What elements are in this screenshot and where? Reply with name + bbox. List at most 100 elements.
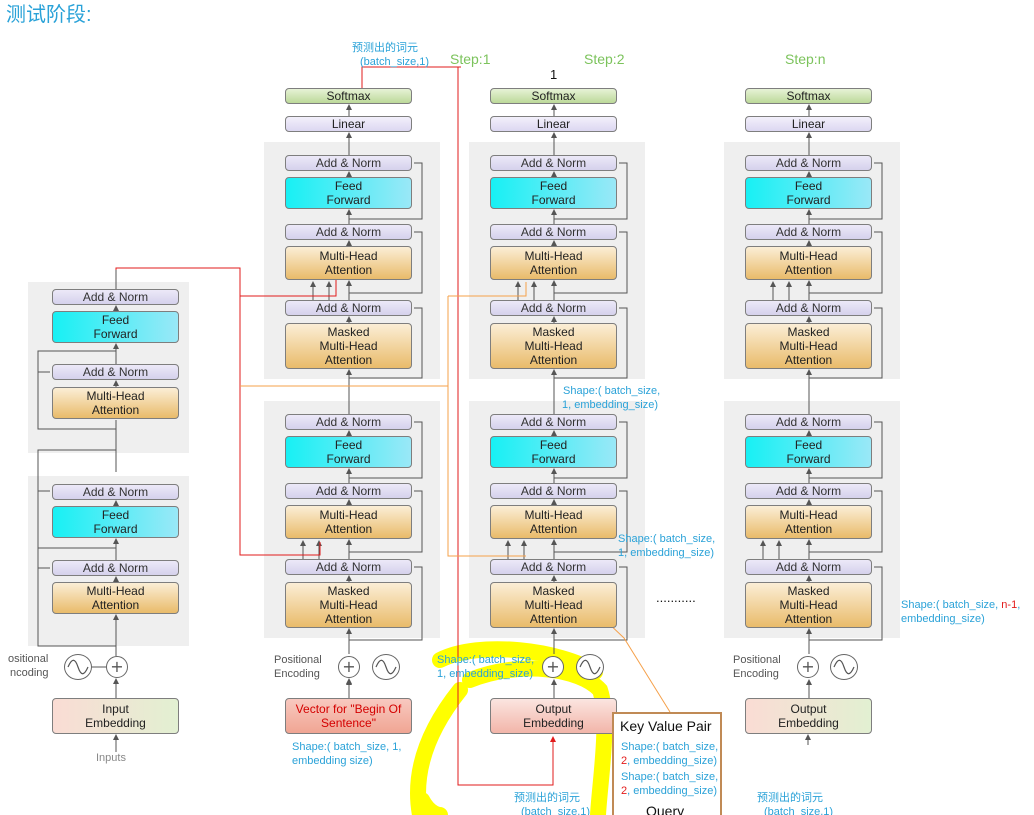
plus-glyph: + <box>801 657 815 676</box>
block-label: Multi-Head <box>779 339 838 353</box>
block-label: Multi-Head <box>319 598 378 612</box>
pos-shape-line1: Shape:( batch_size, <box>437 654 535 666</box>
block-label: Attention <box>324 263 373 277</box>
block-label: Attention <box>324 353 373 367</box>
step2-upper-addnorm-2: Add & Norm <box>490 224 617 240</box>
block-label: Linear <box>331 117 366 131</box>
predicted-top-line2: (batch_size,1) <box>360 56 430 68</box>
block-label: Add & Norm <box>315 415 382 429</box>
block-label: Embedding <box>523 716 584 730</box>
step2-lower-addnorm-2: Add & Norm <box>490 483 617 499</box>
stepn-positional-label: Positional <box>733 654 781 666</box>
kv-shape2-line2: 2, embedding_size) <box>621 785 718 797</box>
block-label: Masked <box>532 584 575 598</box>
block-label: Multi-Head <box>779 598 838 612</box>
stepn-linear: Linear <box>745 116 872 132</box>
block-label: Forward <box>326 193 371 207</box>
block-label: Add & Norm <box>775 301 842 315</box>
step2-label: Step:2 <box>584 51 625 67</box>
step1-lower-addnorm-2: Add & Norm <box>285 483 412 499</box>
page-title: 测试阶段: <box>6 4 92 26</box>
enc-upper-addnorm-2: Add & Norm <box>52 289 179 305</box>
stepn-sine-icon <box>830 654 858 680</box>
block-label: Multi-Head <box>319 339 378 353</box>
stepn-shape-line2: embedding_size) <box>901 613 985 625</box>
inputs-label: Inputs <box>96 752 126 764</box>
block-label: Attention <box>91 598 140 612</box>
block-label: Attention <box>784 522 833 536</box>
step2-marker: 1 <box>550 67 558 82</box>
block-label: Multi-Head <box>319 249 378 263</box>
block-label: Feed <box>101 313 130 327</box>
block-label: Multi-Head <box>524 339 583 353</box>
step2-upper-addnorm-1: Add & Norm <box>490 300 617 316</box>
block-label: Masked <box>532 325 575 339</box>
block-label: Multi-Head <box>86 389 145 403</box>
block-label: Multi-Head <box>319 508 378 522</box>
block-label: Masked <box>327 584 370 598</box>
bos-label: Vector for "Begin Of <box>295 702 402 716</box>
step1-lower-addnorm-1: Add & Norm <box>285 559 412 575</box>
enc-sine-icon <box>64 654 92 680</box>
step2-lower-addnorm-1: Add & Norm <box>490 559 617 575</box>
predicted-right-line2: (batch_size,1) <box>764 806 834 815</box>
kv-shape1-line1: Shape:( batch_size, <box>621 741 719 753</box>
block-label: Feed <box>101 508 130 522</box>
stepn-upper-addnorm-2: Add & Norm <box>745 224 872 240</box>
predicted-right-line1: 预测出的词元 <box>757 792 823 804</box>
step1-lower-addnorm-3: Add & Norm <box>285 414 412 430</box>
block-label: Attention <box>529 612 578 626</box>
enc-plus-icon: + <box>106 656 128 678</box>
block-label: Add & Norm <box>520 484 587 498</box>
step1-softmax: Softmax <box>285 88 412 104</box>
step1-encoding-label: Encoding <box>274 668 320 680</box>
block-label: Multi-Head <box>524 598 583 612</box>
step1-linear: Linear <box>285 116 412 132</box>
block-label: Add & Norm <box>775 484 842 498</box>
block-label: Output <box>790 702 827 716</box>
block-label: Embedding <box>85 716 146 730</box>
stepn-lower-addnorm-1: Add & Norm <box>745 559 872 575</box>
block-label: Add & Norm <box>775 560 842 574</box>
stepn-softmax: Softmax <box>745 88 872 104</box>
block-label: Attention <box>324 612 373 626</box>
stepn-encoding-label: Encoding <box>733 668 779 680</box>
block-label: Attention <box>784 353 833 367</box>
block-label: Masked <box>787 325 830 339</box>
block-label: Add & Norm <box>82 365 149 379</box>
enc-lower-addnorm-2: Add & Norm <box>52 484 179 500</box>
step1-upper-addnorm-3: Add & Norm <box>285 155 412 171</box>
block-label: Add & Norm <box>520 156 587 170</box>
block-label: Attention <box>529 522 578 536</box>
step2-lower-addnorm-3: Add & Norm <box>490 414 617 430</box>
step2-plus-icon: + <box>542 656 564 678</box>
stepn-lower-addnorm-3: Add & Norm <box>745 414 872 430</box>
block-label: Softmax <box>531 89 576 103</box>
kv-shape2-line1: Shape:( batch_size, <box>621 771 719 783</box>
step1-positional-label: Positional <box>274 654 322 666</box>
kv-title: Key Value Pair <box>620 718 712 734</box>
ellipsis: ........... <box>656 590 696 605</box>
stepn-upper-addnorm-3: Add & Norm <box>745 155 872 171</box>
block-label: Add & Norm <box>315 484 382 498</box>
block-label: Attention <box>529 263 578 277</box>
block-label: Linear <box>536 117 571 131</box>
block-label: Multi-Head <box>524 508 583 522</box>
